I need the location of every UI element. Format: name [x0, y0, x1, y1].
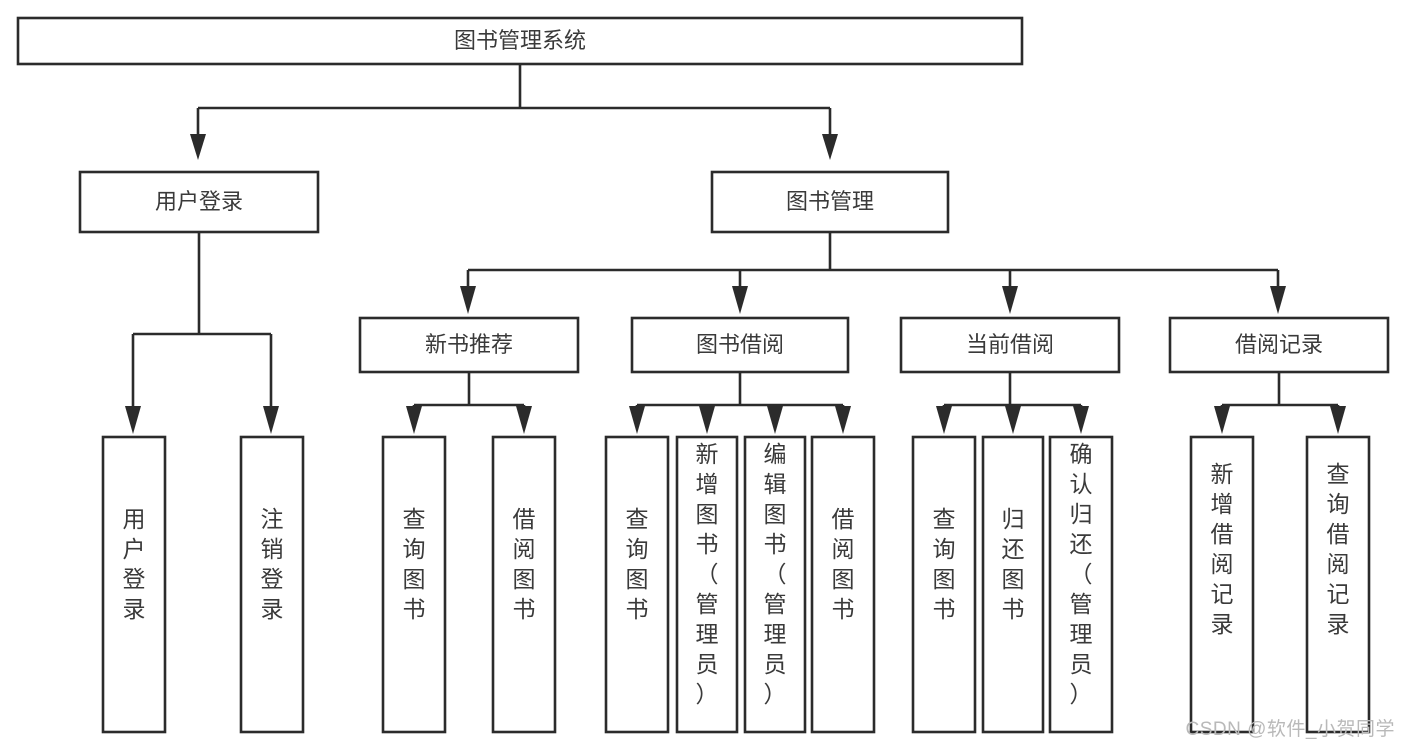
leaf-book-borrow-3-label: 编辑图书（管理员）	[764, 441, 787, 707]
leaf-new-book-1-label: 查询图书	[403, 506, 426, 622]
leaf-book-borrow-2-box[interactable]	[675, 435, 739, 734]
leaf-current-borrow-2[interactable]: 归还图书	[981, 435, 1045, 734]
leaf-borrow-record-1-box[interactable]	[1189, 435, 1255, 734]
leaf-current-borrow-1-label: 查询图书	[933, 506, 956, 622]
node-new-book-recommend[interactable]: 新书推荐	[358, 316, 580, 374]
leaf-current-borrow-1-box[interactable]	[911, 435, 977, 734]
node-book-management[interactable]: 图书管理	[710, 170, 950, 234]
arrow-head-leaf-br-2	[1330, 406, 1346, 434]
node-new-book-recommend-box[interactable]	[358, 316, 580, 374]
arrow-head-leaf-bb-1	[629, 406, 645, 434]
leaf-current-borrow-1[interactable]: 查询图书	[911, 435, 977, 734]
node-user-login-label: 用户登录	[155, 189, 243, 214]
arrow-head-leaf-user-login-1	[125, 406, 141, 434]
leaf-book-borrow-1[interactable]: 查询图书	[604, 435, 670, 734]
arrow-head-borrow-record	[1270, 286, 1286, 314]
arrow-head-leaf-br-1	[1214, 406, 1230, 434]
leaf-user-login-2-box[interactable]	[239, 435, 305, 734]
leaf-book-borrow-1-box[interactable]	[604, 435, 670, 734]
node-borrow-record-box[interactable]	[1168, 316, 1390, 374]
node-current-borrow[interactable]: 当前借阅	[899, 316, 1121, 374]
leaf-book-borrow-4[interactable]: 借阅图书	[810, 435, 876, 734]
leaf-book-borrow-4-box[interactable]	[810, 435, 876, 734]
arrow-head-leaf-bb-2	[699, 406, 715, 434]
leaf-borrow-record-2-label: 查询借阅记录	[1327, 461, 1350, 637]
node-book-borrow[interactable]: 图书借阅	[630, 316, 850, 374]
leaf-user-login-1-label: 用户登录	[123, 506, 146, 622]
node-current-borrow-box[interactable]	[899, 316, 1121, 374]
arrow-head-leaf-cb-3	[1073, 406, 1089, 434]
leaf-book-borrow-3-box[interactable]	[743, 435, 807, 734]
node-new-book-recommend-label: 新书推荐	[425, 332, 513, 357]
arrow-head-current-borrow	[1002, 286, 1018, 314]
node-borrow-record[interactable]: 借阅记录	[1168, 316, 1390, 374]
arrow-head-leaf-cb-1	[936, 406, 952, 434]
leaf-new-book-2[interactable]: 借阅图书	[491, 435, 557, 734]
arrow-head-leaf-bb-4	[835, 406, 851, 434]
leaf-new-book-2-label: 借阅图书	[513, 506, 536, 622]
leaf-book-borrow-1-label: 查询图书	[626, 506, 649, 622]
arrow-head-new-book	[460, 286, 476, 314]
arrow-head-leaf-user-login-2	[263, 406, 279, 434]
leaf-current-borrow-3[interactable]: 确认归还（管理员）	[1048, 435, 1114, 734]
leaf-user-login-1[interactable]: 用户登录	[101, 435, 167, 734]
leaf-current-borrow-2-box[interactable]	[981, 435, 1045, 734]
leaf-new-book-1-box[interactable]	[381, 435, 447, 734]
node-book-borrow-box[interactable]	[630, 316, 850, 374]
leaf-borrow-record-2-box[interactable]	[1305, 435, 1371, 734]
arrow-head-leaf-nb-2	[516, 406, 532, 434]
arrow-head-book-borrow	[732, 286, 748, 314]
leaf-current-borrow-3-label: 确认归还（管理员）	[1070, 441, 1093, 707]
node-root-label: 图书管理系统	[454, 28, 586, 53]
node-book-borrow-label: 图书借阅	[696, 332, 784, 357]
leaf-borrow-record-2[interactable]: 查询借阅记录	[1305, 435, 1371, 734]
leaf-borrow-record-1[interactable]: 新增借阅记录	[1189, 435, 1255, 734]
node-book-management-box[interactable]	[710, 170, 950, 234]
leaf-new-book-1[interactable]: 查询图书	[381, 435, 447, 734]
leaf-book-borrow-4-label: 借阅图书	[832, 506, 855, 622]
arrow-head-leaf-bb-3	[767, 406, 783, 434]
arrow-head-book-mgmt	[822, 134, 838, 160]
leaf-book-borrow-3[interactable]: 编辑图书（管理员）	[743, 435, 807, 734]
leaf-user-login-1-box[interactable]	[101, 435, 167, 734]
arrow-head-leaf-cb-2	[1005, 406, 1021, 434]
leaf-new-book-2-box[interactable]	[491, 435, 557, 734]
leaf-user-login-2[interactable]: 注销登录	[239, 435, 305, 734]
leaf-user-login-2-label: 注销登录	[261, 506, 284, 622]
leaf-current-borrow-3-box[interactable]	[1048, 435, 1114, 734]
arrow-head-leaf-nb-1	[406, 406, 422, 434]
node-book-management-label: 图书管理	[786, 189, 874, 214]
arrow-head-user-login	[190, 134, 206, 160]
node-root-box[interactable]	[16, 16, 1024, 66]
node-borrow-record-label: 借阅记录	[1235, 332, 1323, 357]
node-user-login[interactable]: 用户登录	[78, 170, 320, 234]
node-root[interactable]: 图书管理系统	[16, 16, 1024, 66]
leaf-borrow-record-1-label: 新增借阅记录	[1211, 461, 1234, 637]
node-current-borrow-label: 当前借阅	[966, 332, 1054, 357]
leaf-book-borrow-2-label: 新增图书（管理员）	[696, 441, 719, 707]
leaf-book-borrow-2[interactable]: 新增图书（管理员）	[675, 435, 739, 734]
leaf-current-borrow-2-label: 归还图书	[1002, 506, 1025, 622]
